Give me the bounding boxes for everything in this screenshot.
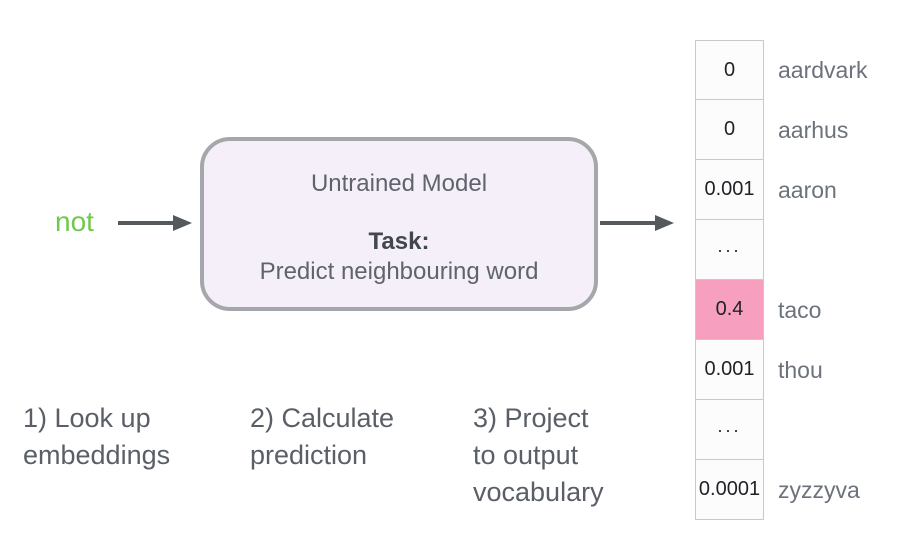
vector-row: 0 aardvark xyxy=(695,40,867,100)
step-line: 3) Project xyxy=(473,403,589,433)
vector-row: ... xyxy=(695,400,867,460)
vector-row: 0.4 taco xyxy=(695,280,867,340)
vector-label: aarhus xyxy=(778,116,849,143)
vector-cell: 0.0001 xyxy=(695,460,764,520)
vector-label: zyzzyva xyxy=(778,476,860,503)
step-line: vocabulary xyxy=(473,477,604,507)
model-title: Untrained Model xyxy=(310,170,488,197)
vector-cell: 0 xyxy=(695,40,764,100)
model-task-description: Predict neighbouring word xyxy=(259,258,539,285)
step-line: 1) Look up xyxy=(23,403,151,433)
vector-row: ... xyxy=(695,220,867,280)
right-arrow-icon xyxy=(600,215,674,231)
right-arrow-icon xyxy=(118,215,192,231)
vector-row: 0.0001 zyzzyva xyxy=(695,460,867,520)
vector-cell-highlighted: 0.4 xyxy=(695,280,764,340)
vector-label: aaron xyxy=(778,176,837,203)
vector-cell: 0.001 xyxy=(695,160,764,220)
step-line: embeddings xyxy=(23,440,171,470)
step-1-lookup-embeddings: 1) Look up embeddings xyxy=(23,400,170,474)
model-task-label: Task: xyxy=(368,228,430,255)
vector-row: 0 aarhus xyxy=(695,100,867,160)
vector-cell: 0.001 xyxy=(695,340,764,400)
vector-label: taco xyxy=(778,296,822,323)
vector-cell-ellipsis: ... xyxy=(695,400,764,460)
step-2-calculate-prediction: 2) Calculate prediction xyxy=(250,400,394,474)
vector-cell-ellipsis: ... xyxy=(695,220,764,280)
vector-row: 0.001 thou xyxy=(695,340,867,400)
vector-label: aardvark xyxy=(778,56,868,83)
vector-row: 0.001 aaron xyxy=(695,160,867,220)
step-line: to output xyxy=(473,440,579,470)
step-3-project-to-output-vocabulary: 3) Project to output vocabulary xyxy=(473,400,604,511)
step-line: 2) Calculate xyxy=(250,403,395,433)
model-box: Untrained Model Task: Predict neighbouri… xyxy=(200,137,598,311)
input-token: not xyxy=(55,206,94,237)
output-vector: 0 aardvark 0 aarhus 0.001 aaron ... 0.4 … xyxy=(695,40,867,520)
vector-cell: 0 xyxy=(695,100,764,160)
step-line: prediction xyxy=(250,440,368,470)
vector-label: thou xyxy=(778,356,823,383)
